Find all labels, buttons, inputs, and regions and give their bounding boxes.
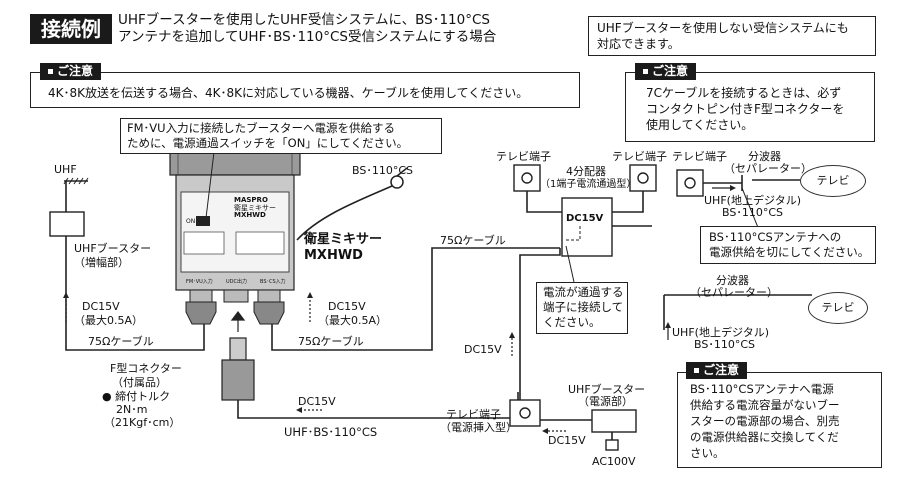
uhf-bs-bottom-label: UHF･BS･110°CS bbox=[284, 425, 378, 439]
callout-fm-line-1: FM･VU入力に接続したブースターへ電源を供給する bbox=[127, 121, 395, 135]
satellite-mixer-device bbox=[169, 129, 301, 325]
uhf-digital-1: UHF(地上デジタル) bbox=[704, 194, 802, 207]
uhf-booster-amp-label-2: （増幅部） bbox=[74, 256, 129, 269]
header-note-line-2: 対応できます。 bbox=[597, 37, 680, 51]
device-port-right: BS･CS入力 bbox=[260, 279, 286, 285]
callout-current-box: 電流が通過する 端子に接続して ください。 bbox=[536, 282, 628, 334]
booster-power-label-2: （電源部） bbox=[578, 395, 633, 408]
dc-left-label-2: （最大0.5A） bbox=[74, 314, 144, 327]
caution-2-line-1: 7Cケーブルを接続するときは、必ず bbox=[646, 86, 842, 100]
f-connector-icon bbox=[221, 311, 255, 401]
header-line-1: UHFブースターを使用したUHF受信システムに、BS･110°CS bbox=[118, 12, 490, 28]
uhf-digital-2: BS･110°CS bbox=[722, 206, 783, 219]
callout-fm-line-2: ために、電源通過スイッチを「ON」にしてください。 bbox=[127, 136, 409, 150]
header-note-line-1: UHFブースターを使用しない受信システムにも bbox=[597, 21, 849, 35]
torque-label-2: 2N･m bbox=[116, 403, 148, 416]
caution-2-line-2: コンタクトピン付きF型コネクターを bbox=[646, 102, 845, 116]
caution-3-line-5: さい。 bbox=[690, 446, 725, 460]
tv-terminal-3-label: テレビ端子 bbox=[672, 150, 727, 163]
splitter-label-2: （1端子電流通過型） bbox=[540, 179, 637, 190]
dc-vertical-label: DC15V bbox=[464, 343, 502, 356]
splitter-box bbox=[561, 197, 613, 257]
separator-1-label-2: （セパレーター） bbox=[724, 162, 812, 175]
caution-tag-3: ご注意 bbox=[686, 362, 748, 379]
device-port-left: FM･VU入力 bbox=[186, 279, 213, 285]
device-model: MXHWD bbox=[234, 211, 266, 219]
separator-1-label-1: 分波器 bbox=[748, 150, 781, 163]
cable-75-mid-line bbox=[271, 247, 560, 351]
power-terminal-label-1: テレビ端子 bbox=[446, 408, 501, 421]
cable-75-mid-label: 75Ωケーブル bbox=[298, 335, 364, 348]
cable-75-top-label: 75Ωケーブル bbox=[440, 234, 506, 247]
tv-terminal-1-label: テレビ端子 bbox=[496, 150, 551, 163]
ac-label: AC100V bbox=[592, 455, 636, 468]
device-port-mid: UDC出力 bbox=[226, 279, 248, 285]
callout-bs-off-line-1: BS･110°CSアンテナへの bbox=[709, 230, 842, 244]
device-brand: MASPRO bbox=[234, 196, 268, 204]
bs-antenna-label: BS･110°CS bbox=[352, 164, 413, 177]
separator-2-label-1: 分波器 bbox=[716, 274, 749, 287]
dc-left-label-1: DC15V bbox=[82, 300, 120, 313]
callout-current-line-2: 端子に接続して bbox=[543, 300, 624, 314]
callout-current-line-3: ください。 bbox=[543, 315, 601, 329]
example-badge: 接続例 bbox=[30, 14, 112, 44]
caution-3-line-4: の電源供給器に交換してくだ bbox=[690, 430, 839, 444]
splitter-dc-label: DC15V bbox=[566, 213, 604, 224]
callout-bs-off-box: BS･110°CSアンテナへの 電源供給を切にしてください。 bbox=[700, 226, 876, 264]
callout-bs-off-line-2: 電源供給を切にしてください。 bbox=[709, 245, 870, 259]
caution-tag-1: ご注意 bbox=[40, 63, 102, 80]
mixer-label-2: MXHWD bbox=[304, 248, 363, 263]
header-note-box: UHFブースターを使用しない受信システムにも 対応できます。 bbox=[588, 16, 876, 56]
device-switch-on: ON bbox=[186, 218, 196, 225]
caution-box-1 bbox=[30, 72, 580, 108]
splitter-to-power bbox=[519, 248, 561, 400]
f-connector-label-2: （付属品） bbox=[112, 376, 167, 389]
booster-power-label-1: UHFブースター bbox=[568, 383, 646, 396]
f-connector-label-1: F型コネクター bbox=[110, 362, 182, 375]
caution-2-line-3: 使用してください。 bbox=[646, 118, 754, 132]
tv-1-box bbox=[800, 165, 866, 197]
torque-label-3: （21Kgf･cm） bbox=[104, 416, 181, 429]
tv-1-label: テレビ bbox=[816, 174, 850, 187]
tv-2-box bbox=[808, 292, 868, 324]
tv-terminal-3-box bbox=[676, 169, 704, 197]
bs-cable bbox=[296, 185, 393, 241]
bs-dish-icon bbox=[390, 167, 408, 189]
uhf-digital-3: UHF(地上デジタル) bbox=[672, 326, 770, 339]
caution-tag-2: ご注意 bbox=[635, 63, 697, 80]
device-model-jp: 衛星ミキサー bbox=[234, 204, 276, 212]
dc-mid-label-1: DC15V bbox=[328, 300, 366, 313]
caution-3-line-3: スターの電源部の場合、別売 bbox=[690, 414, 840, 428]
caution-box-2 bbox=[625, 72, 875, 142]
callout-fm-box: FM･VU入力に接続したブースターへ電源を供給する ために、電源通過スイッチを「… bbox=[120, 118, 442, 154]
booster-power-box bbox=[591, 409, 637, 433]
caution-3-line-1: BS･110°CSアンテナへ電源 bbox=[690, 382, 834, 396]
tv-terminal-2-label: テレビ端子 bbox=[612, 150, 667, 163]
splitter-link-2 bbox=[612, 190, 644, 213]
splitter-link-1 bbox=[526, 190, 562, 213]
uhf-label: UHF bbox=[54, 163, 77, 176]
dc-bottom-label: DC15V bbox=[298, 395, 336, 408]
mixer-label-1: 衛星ミキサー bbox=[304, 232, 383, 247]
torque-label-1: ● 締付トルク bbox=[102, 390, 171, 403]
dc-power-label: DC15V bbox=[548, 434, 586, 447]
uhf-digital-4: BS･110°CS bbox=[694, 338, 755, 351]
header-line-2: アンテナを追加してUHF･BS･110°CS受信システムにする場合 bbox=[118, 29, 497, 45]
caution-3-line-2: 供給する電流容量がないブー bbox=[690, 398, 840, 412]
callout-current-line-1: 電流が通過する bbox=[543, 285, 624, 299]
tv-2-label: テレビ bbox=[821, 301, 855, 314]
separator-2-label-2: （セパレーター） bbox=[690, 286, 778, 299]
cable-75-left-label: 75Ωケーブル bbox=[88, 335, 154, 348]
uhf-booster-amp-box bbox=[49, 211, 85, 237]
power-terminal-label-2: （電源挿入型） bbox=[440, 421, 517, 434]
caution-1-text: 4K･8K放送を伝送する場合、4K･8Kに対応している機器、ケーブルを使用してく… bbox=[48, 86, 529, 100]
splitter-label-1: 4分配器 bbox=[566, 165, 606, 178]
uhf-booster-amp-label-1: UHFブースター bbox=[74, 242, 152, 255]
caution-box-3 bbox=[677, 372, 882, 468]
dc-mid-label-2: （最大0.5A） bbox=[318, 314, 388, 327]
